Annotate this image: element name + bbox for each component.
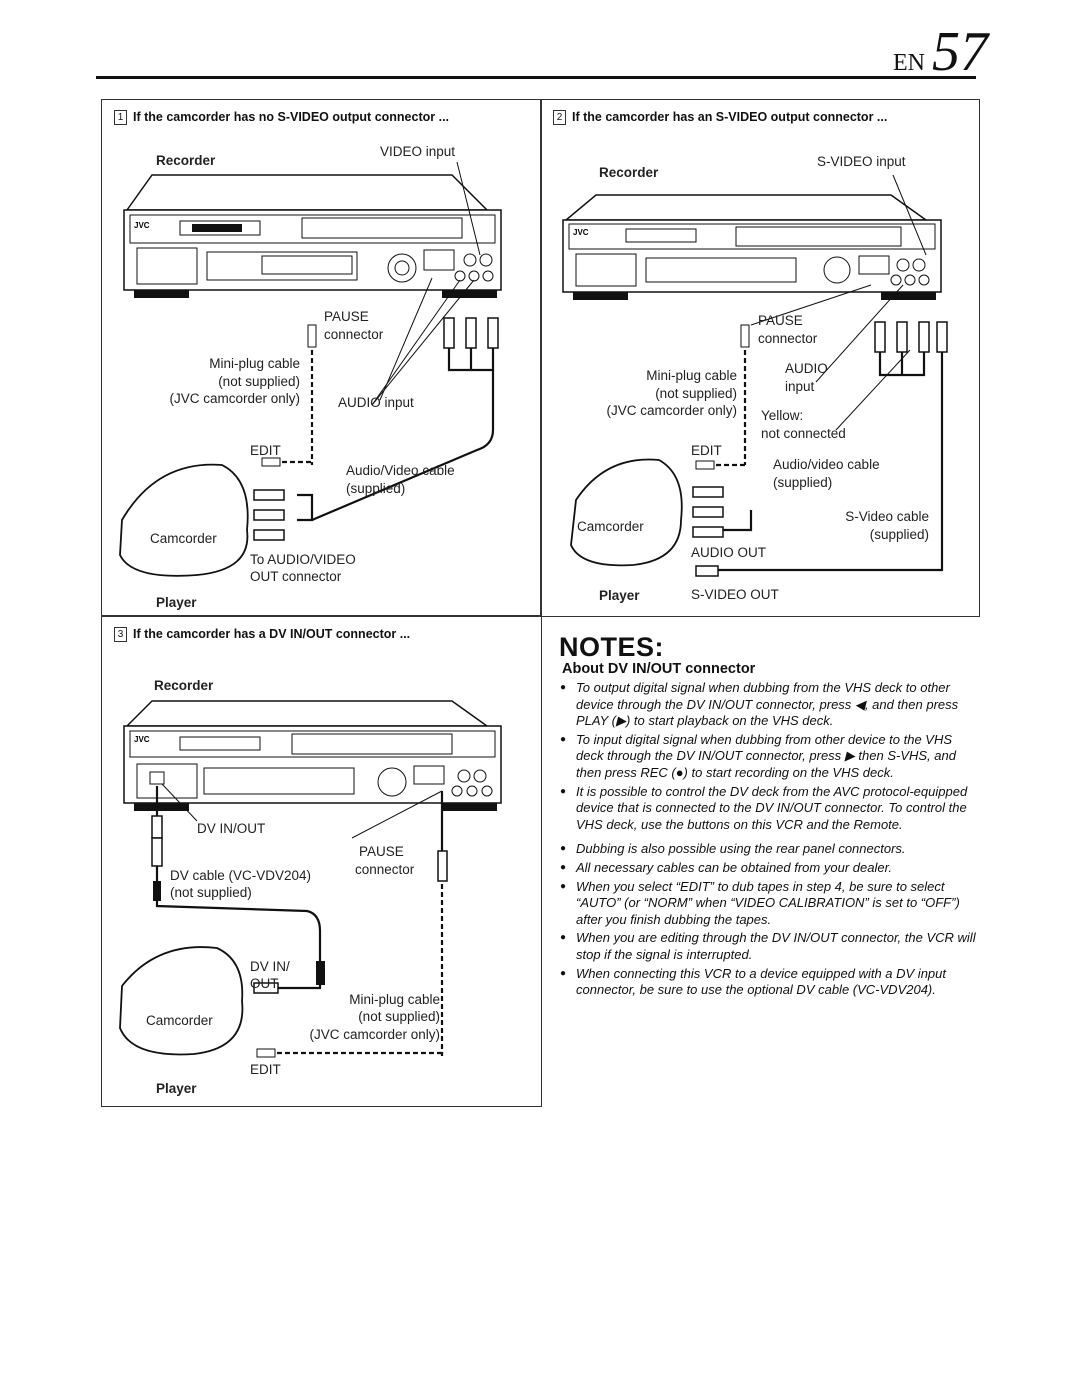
label-edit: EDIT [250, 1062, 281, 1077]
label-av-cable: Audio/video cable [773, 457, 880, 472]
label-connector: connector [758, 331, 818, 346]
label-recorder: Recorder [156, 153, 216, 168]
svg-text:JVC: JVC [134, 221, 150, 230]
panel-1-diagram: JVC [102, 100, 541, 616]
svg-text:JVC: JVC [573, 228, 589, 237]
panel-2-title-text: If the camcorder has an S-VIDEO output c… [572, 110, 888, 124]
label-to-av: To AUDIO/VIDEO [250, 552, 356, 567]
panel-1-title-text: If the camcorder has no S-VIDEO output c… [133, 110, 450, 124]
label-pause: PAUSE [324, 309, 369, 324]
notes-subtitle: About DV IN/OUT connector [562, 661, 756, 677]
page-number: 57 [932, 21, 988, 83]
recorder-illustration: JVC [562, 194, 942, 300]
note-item: Dubbing is also possible using the rear … [560, 841, 978, 858]
note-item: When connecting this VCR to a device equ… [560, 966, 978, 999]
label-supplied: (supplied) [346, 481, 406, 496]
header-rule [96, 76, 976, 79]
label-jvc-only: (JVC camcorder only) [169, 391, 300, 406]
note-item: To input digital signal when dubbing fro… [560, 732, 978, 782]
label-svideo-input: S-VIDEO input [817, 154, 906, 169]
label-out: OUT [250, 976, 279, 991]
note-item: To output digital signal when dubbing fr… [560, 680, 978, 730]
label-not-supplied: (not supplied) [655, 386, 737, 401]
recorder-illustration: JVC [123, 700, 502, 811]
label-camcorder: Camcorder [146, 1013, 213, 1028]
label-not-supplied: (not supplied) [218, 374, 300, 389]
label-mini-plug: Mini-plug cable [646, 368, 737, 383]
note-item: When you are editing through the DV IN/O… [560, 930, 978, 963]
label-av-cable: Audio/Video cable [346, 463, 455, 478]
label-player: Player [156, 595, 197, 610]
panel-3-diagram: JVC [102, 616, 541, 1106]
label-supplied: (supplied) [773, 475, 833, 490]
label-video-input: VIDEO input [380, 144, 456, 159]
panel-1: 1 If the camcorder has no S-VIDEO output … [101, 99, 542, 617]
recorder-illustration: JVC [123, 174, 502, 298]
label-not-supplied: (not supplied) [170, 885, 252, 900]
step-number: 1 [114, 110, 127, 125]
label-audio: AUDIO [785, 361, 828, 376]
svg-text:JVC: JVC [134, 735, 150, 744]
label-player: Player [156, 1081, 197, 1096]
notes-title: NOTES: [559, 632, 665, 662]
label-jvc-only: (JVC camcorder only) [309, 1027, 440, 1042]
label-audio-input: AUDIO input [338, 395, 414, 410]
label-svideo-out: S-VIDEO OUT [691, 587, 779, 602]
note-item: When you select “EDIT” to dub tapes in s… [560, 879, 978, 929]
panel-3: 3 If the camcorder has a DV IN/OUT connec… [101, 615, 542, 1107]
label-pause: PAUSE [359, 844, 404, 859]
panel-2: 2 If the camcorder has an S-VIDEO output … [540, 99, 980, 617]
label-jvc-only: (JVC camcorder only) [606, 403, 737, 418]
label-supplied-2: (supplied) [869, 527, 929, 542]
label-camcorder: Camcorder [577, 519, 644, 534]
label-dv-inout: DV IN/OUT [197, 821, 266, 836]
label-out-connector: OUT connector [250, 569, 342, 584]
label-recorder: Recorder [599, 165, 659, 180]
label-dv-cable: DV cable (VC-VDV204) [170, 868, 312, 883]
panel-3-title: 3 If the camcorder has a DV IN/OUT connec… [114, 627, 410, 642]
label-svideo-cable: S-Video cable [845, 509, 929, 524]
label-not-connected: not connected [761, 426, 846, 441]
panel-3-title-text: If the camcorder has a DV IN/OUT connect… [133, 627, 411, 641]
panel-1-title: 1 If the camcorder has no S-VIDEO output … [114, 110, 449, 125]
step-number: 2 [553, 110, 566, 125]
label-pause: PAUSE [758, 313, 803, 328]
panel-2-diagram: JVC [541, 100, 979, 616]
label-audio-out: AUDIO OUT [691, 545, 767, 560]
label-recorder: Recorder [154, 678, 214, 693]
label-edit: EDIT [691, 443, 722, 458]
label-connector: connector [355, 862, 415, 877]
label-yellow: Yellow: [761, 408, 804, 423]
notes-list: To output digital signal when dubbing fr… [560, 680, 978, 1001]
label-not-supplied-2: (not supplied) [358, 1009, 440, 1024]
label-mini-plug: Mini-plug cable [209, 356, 300, 371]
label-camcorder: Camcorder [150, 531, 217, 546]
label-dv-in: DV IN/ [250, 959, 290, 974]
page-en-label: EN [893, 50, 925, 76]
label-edit: EDIT [250, 443, 281, 458]
label-player: Player [599, 588, 640, 603]
note-item: It is possible to control the DV deck fr… [560, 784, 978, 834]
label-connector: connector [324, 327, 384, 342]
note-item: All necessary cables can be obtained fro… [560, 860, 978, 877]
label-mini-plug: Mini-plug cable [349, 992, 440, 1007]
label-input: input [785, 379, 815, 394]
step-number: 3 [114, 627, 127, 642]
panel-2-title: 2 If the camcorder has an S-VIDEO output … [553, 110, 887, 125]
